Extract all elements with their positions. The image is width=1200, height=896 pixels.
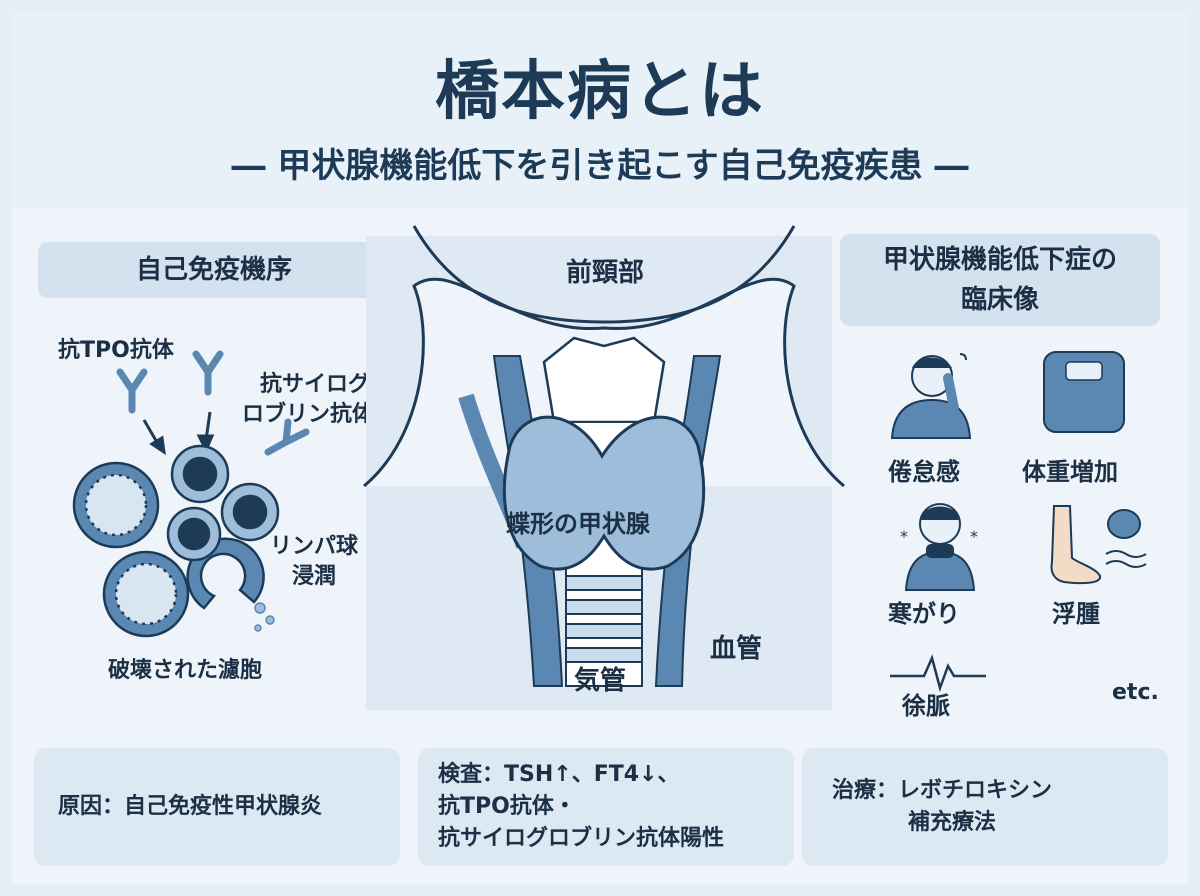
page-subtitle: ― 甲状腺機能低下を引き起こす自己免疫疾患 ― <box>231 146 969 186</box>
weight-gain-label: 体重増加 <box>1022 458 1118 486</box>
test-line-1: 検査：TSH↑、FT4↓、 <box>438 762 680 787</box>
cold-person-icon: * * <box>900 503 978 591</box>
lymphocyte-label-2: 浸潤 <box>292 564 337 589</box>
destroyed-follicle-label: 破壊された濾胞 <box>108 658 263 683</box>
cause-card: 原因：自己免疫性甲状腺炎 <box>34 748 400 866</box>
edema-label: 浮腫 <box>1052 600 1100 628</box>
clinical-heading-line2: 臨床像 <box>960 285 1039 315</box>
treatment-card: 治療：レボチロキシン 補充療法 <box>802 748 1168 866</box>
clinical-heading: 甲状腺機能低下症の 臨床像 <box>840 234 1160 326</box>
thyroid-illustration <box>363 225 845 710</box>
antibody-icon <box>116 350 310 456</box>
debris-icon <box>254 602 275 632</box>
swollen-leg-icon <box>1050 505 1147 585</box>
arrow-down-icon <box>142 411 215 456</box>
page-title: 橋本病とは <box>435 55 765 129</box>
lymphocyte-icon <box>166 444 280 562</box>
cause-text: 原因：自己免疫性甲状腺炎 <box>58 794 323 819</box>
anti-tg-label-1: 抗サイログ <box>260 372 371 397</box>
infographic-frame: 橋本病とは ― 甲状腺機能低下を引き起こす自己免疫疾患 ― 自己免疫機序 抗TP… <box>12 12 1188 884</box>
cold-intolerance-label: 寒がり <box>888 600 960 628</box>
anti-tpo-label: 抗TPO抗体 <box>58 338 174 363</box>
test-line-3: 抗サイログロブリン抗体陽性 <box>438 826 725 851</box>
clinical-heading-line1: 甲状腺機能低下症の <box>882 245 1117 275</box>
bradycardia-label: 徐脈 <box>902 692 950 720</box>
mechanism-heading: 自己免疫機序 <box>38 242 390 298</box>
anti-tg-label-2: ロブリン抗体 <box>242 402 375 427</box>
treatment-line-2: 補充療法 <box>908 810 997 835</box>
svg-text:*: * <box>900 527 908 546</box>
svg-text:*: * <box>970 527 978 546</box>
scale-icon <box>1043 351 1125 433</box>
test-card: 検査：TSH↑、FT4↓、 抗TPO抗体・ 抗サイログロブリン抗体陽性 <box>418 748 794 866</box>
blood-vessel-label: 血管 <box>710 634 763 664</box>
treatment-line-1: 治療：レボチロキシン <box>832 778 1053 803</box>
heartbeat-icon <box>890 654 986 693</box>
fatigue-label: 倦怠感 <box>888 458 960 486</box>
test-line-2: 抗TPO抗体・ <box>438 794 576 819</box>
thyroid-gland-icon <box>502 415 706 571</box>
fatigue-icon <box>890 353 972 439</box>
larynx-icon <box>542 336 666 424</box>
lymphocyte-label-1: リンパ球 <box>270 534 359 559</box>
neck-label: 前頸部 <box>566 258 645 288</box>
thyroid-label: 蝶形の甲状腺 <box>506 510 650 538</box>
trachea-label: 気管 <box>574 666 627 696</box>
mechanism-illustration <box>72 350 310 638</box>
header: 橋本病とは ― 甲状腺機能低下を引き起こす自己免疫疾患 ― <box>12 12 1188 208</box>
etc-label: etc. <box>1112 680 1159 705</box>
